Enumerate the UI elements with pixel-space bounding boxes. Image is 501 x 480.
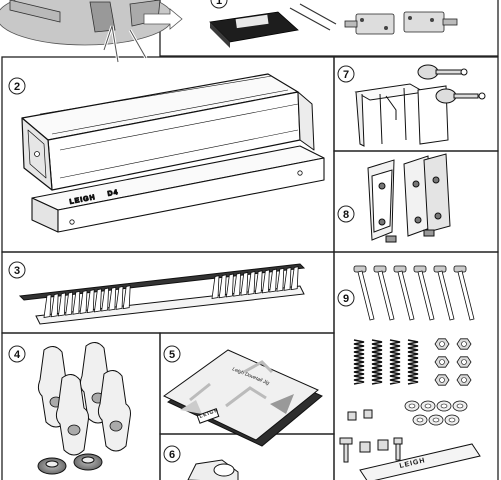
guide-bushing xyxy=(97,370,131,452)
nut-hole xyxy=(439,359,445,365)
template-finger xyxy=(211,275,220,300)
washer-hole xyxy=(456,403,464,409)
template-finger xyxy=(122,285,131,310)
panel-2-number: 2 xyxy=(14,81,20,93)
rail-model-marking: D4 xyxy=(107,189,119,198)
template-finger xyxy=(233,272,242,297)
bolt-shank xyxy=(437,270,455,321)
template-finger xyxy=(86,289,95,314)
panel-5-book xyxy=(163,349,323,447)
bushing-wheel xyxy=(67,424,81,436)
template-finger xyxy=(115,285,124,310)
template-finger xyxy=(247,270,256,295)
template-finger xyxy=(101,287,110,312)
panel-4-disks xyxy=(37,453,103,475)
template-finger xyxy=(261,269,270,294)
nut-hole xyxy=(439,377,445,383)
bushing-wheel xyxy=(109,420,123,432)
washer-hole xyxy=(408,403,416,409)
panel-4-number: 4 xyxy=(14,349,21,361)
template-finger xyxy=(290,266,299,291)
bolt-shank xyxy=(377,270,395,321)
washer-hole xyxy=(416,417,424,423)
template-finger xyxy=(50,293,59,318)
template-finger xyxy=(240,271,249,296)
bolt-shank xyxy=(457,270,475,321)
panel-9-number: 9 xyxy=(343,293,349,305)
bolt-shank xyxy=(417,270,435,321)
template-finger xyxy=(65,291,74,316)
panel-7-brackets xyxy=(354,64,486,147)
panel-3-fingers xyxy=(43,266,299,319)
spring xyxy=(407,339,419,385)
template-finger xyxy=(218,274,227,299)
washer-hole xyxy=(440,403,448,409)
washer-hole xyxy=(424,403,432,409)
nut-hole xyxy=(439,341,445,347)
washer-hole xyxy=(432,417,440,423)
panel-5-number: 5 xyxy=(169,349,175,361)
template-finger xyxy=(269,268,278,293)
template-finger xyxy=(57,292,66,317)
spring xyxy=(389,339,401,385)
panel-9-nuts xyxy=(434,338,472,386)
template-finger xyxy=(276,267,285,292)
panel-9-springs xyxy=(353,339,419,385)
panel-3-number: 3 xyxy=(14,265,20,277)
panel-2-rail: LEIGH D4 xyxy=(21,73,325,233)
guide-bushing xyxy=(55,374,89,456)
panel-9-bolts xyxy=(353,265,475,321)
template-finger xyxy=(254,270,263,295)
panel-4-guides xyxy=(37,342,131,456)
panel-8-number: 8 xyxy=(343,209,349,221)
template-finger xyxy=(108,286,117,311)
spring xyxy=(353,339,365,385)
panel-1-number: 1 xyxy=(216,0,222,7)
template-finger xyxy=(43,294,52,319)
template-finger xyxy=(79,289,88,314)
template-finger xyxy=(72,290,81,315)
nut-hole xyxy=(461,341,467,347)
washer-hole xyxy=(448,417,456,423)
template-finger xyxy=(225,273,234,298)
panel-9-small-parts xyxy=(339,409,481,480)
panel-9-washers xyxy=(404,400,468,426)
nut-hole xyxy=(461,359,467,365)
nut-hole xyxy=(461,377,467,383)
template-finger xyxy=(93,288,102,313)
panel-6-number: 6 xyxy=(169,449,175,461)
bolt-shank xyxy=(397,270,415,321)
panel-1-parts: 1 xyxy=(0,0,458,63)
panel-6-part xyxy=(187,459,239,480)
panel-8-hinges xyxy=(367,153,451,243)
panel-7-number: 7 xyxy=(343,69,349,81)
spring xyxy=(371,339,383,385)
template-finger xyxy=(283,266,292,291)
bolt-shank xyxy=(357,270,375,321)
